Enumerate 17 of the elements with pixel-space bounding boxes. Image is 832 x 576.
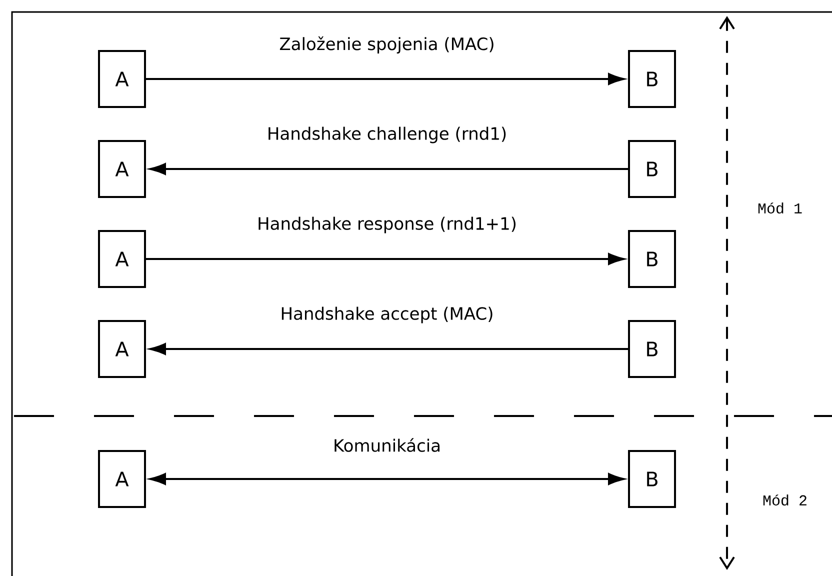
letter-box: B [628,50,676,108]
letter-box: B [628,450,676,508]
letter-box: B [628,140,676,198]
letter-box: A [98,450,146,508]
letter-box: B [628,230,676,288]
edge-label: Handshake accept (MAC) [282,306,492,324]
letter-box: A [98,140,146,198]
mode-label: Mód 1 [758,202,802,214]
mode-label: Mód 2 [763,494,806,506]
edge-label: Handshake response (rnd1+1) [258,216,516,234]
letter-box: A [98,50,146,108]
edge-label: Handshake challenge (rnd1) [268,126,506,144]
edge-label: Založenie spojenia (MAC) [280,36,494,54]
letter-box: A [98,230,146,288]
letter-box: B [628,320,676,378]
letter-box: A [98,320,146,378]
edge-label: Komunikácia [334,438,440,452]
